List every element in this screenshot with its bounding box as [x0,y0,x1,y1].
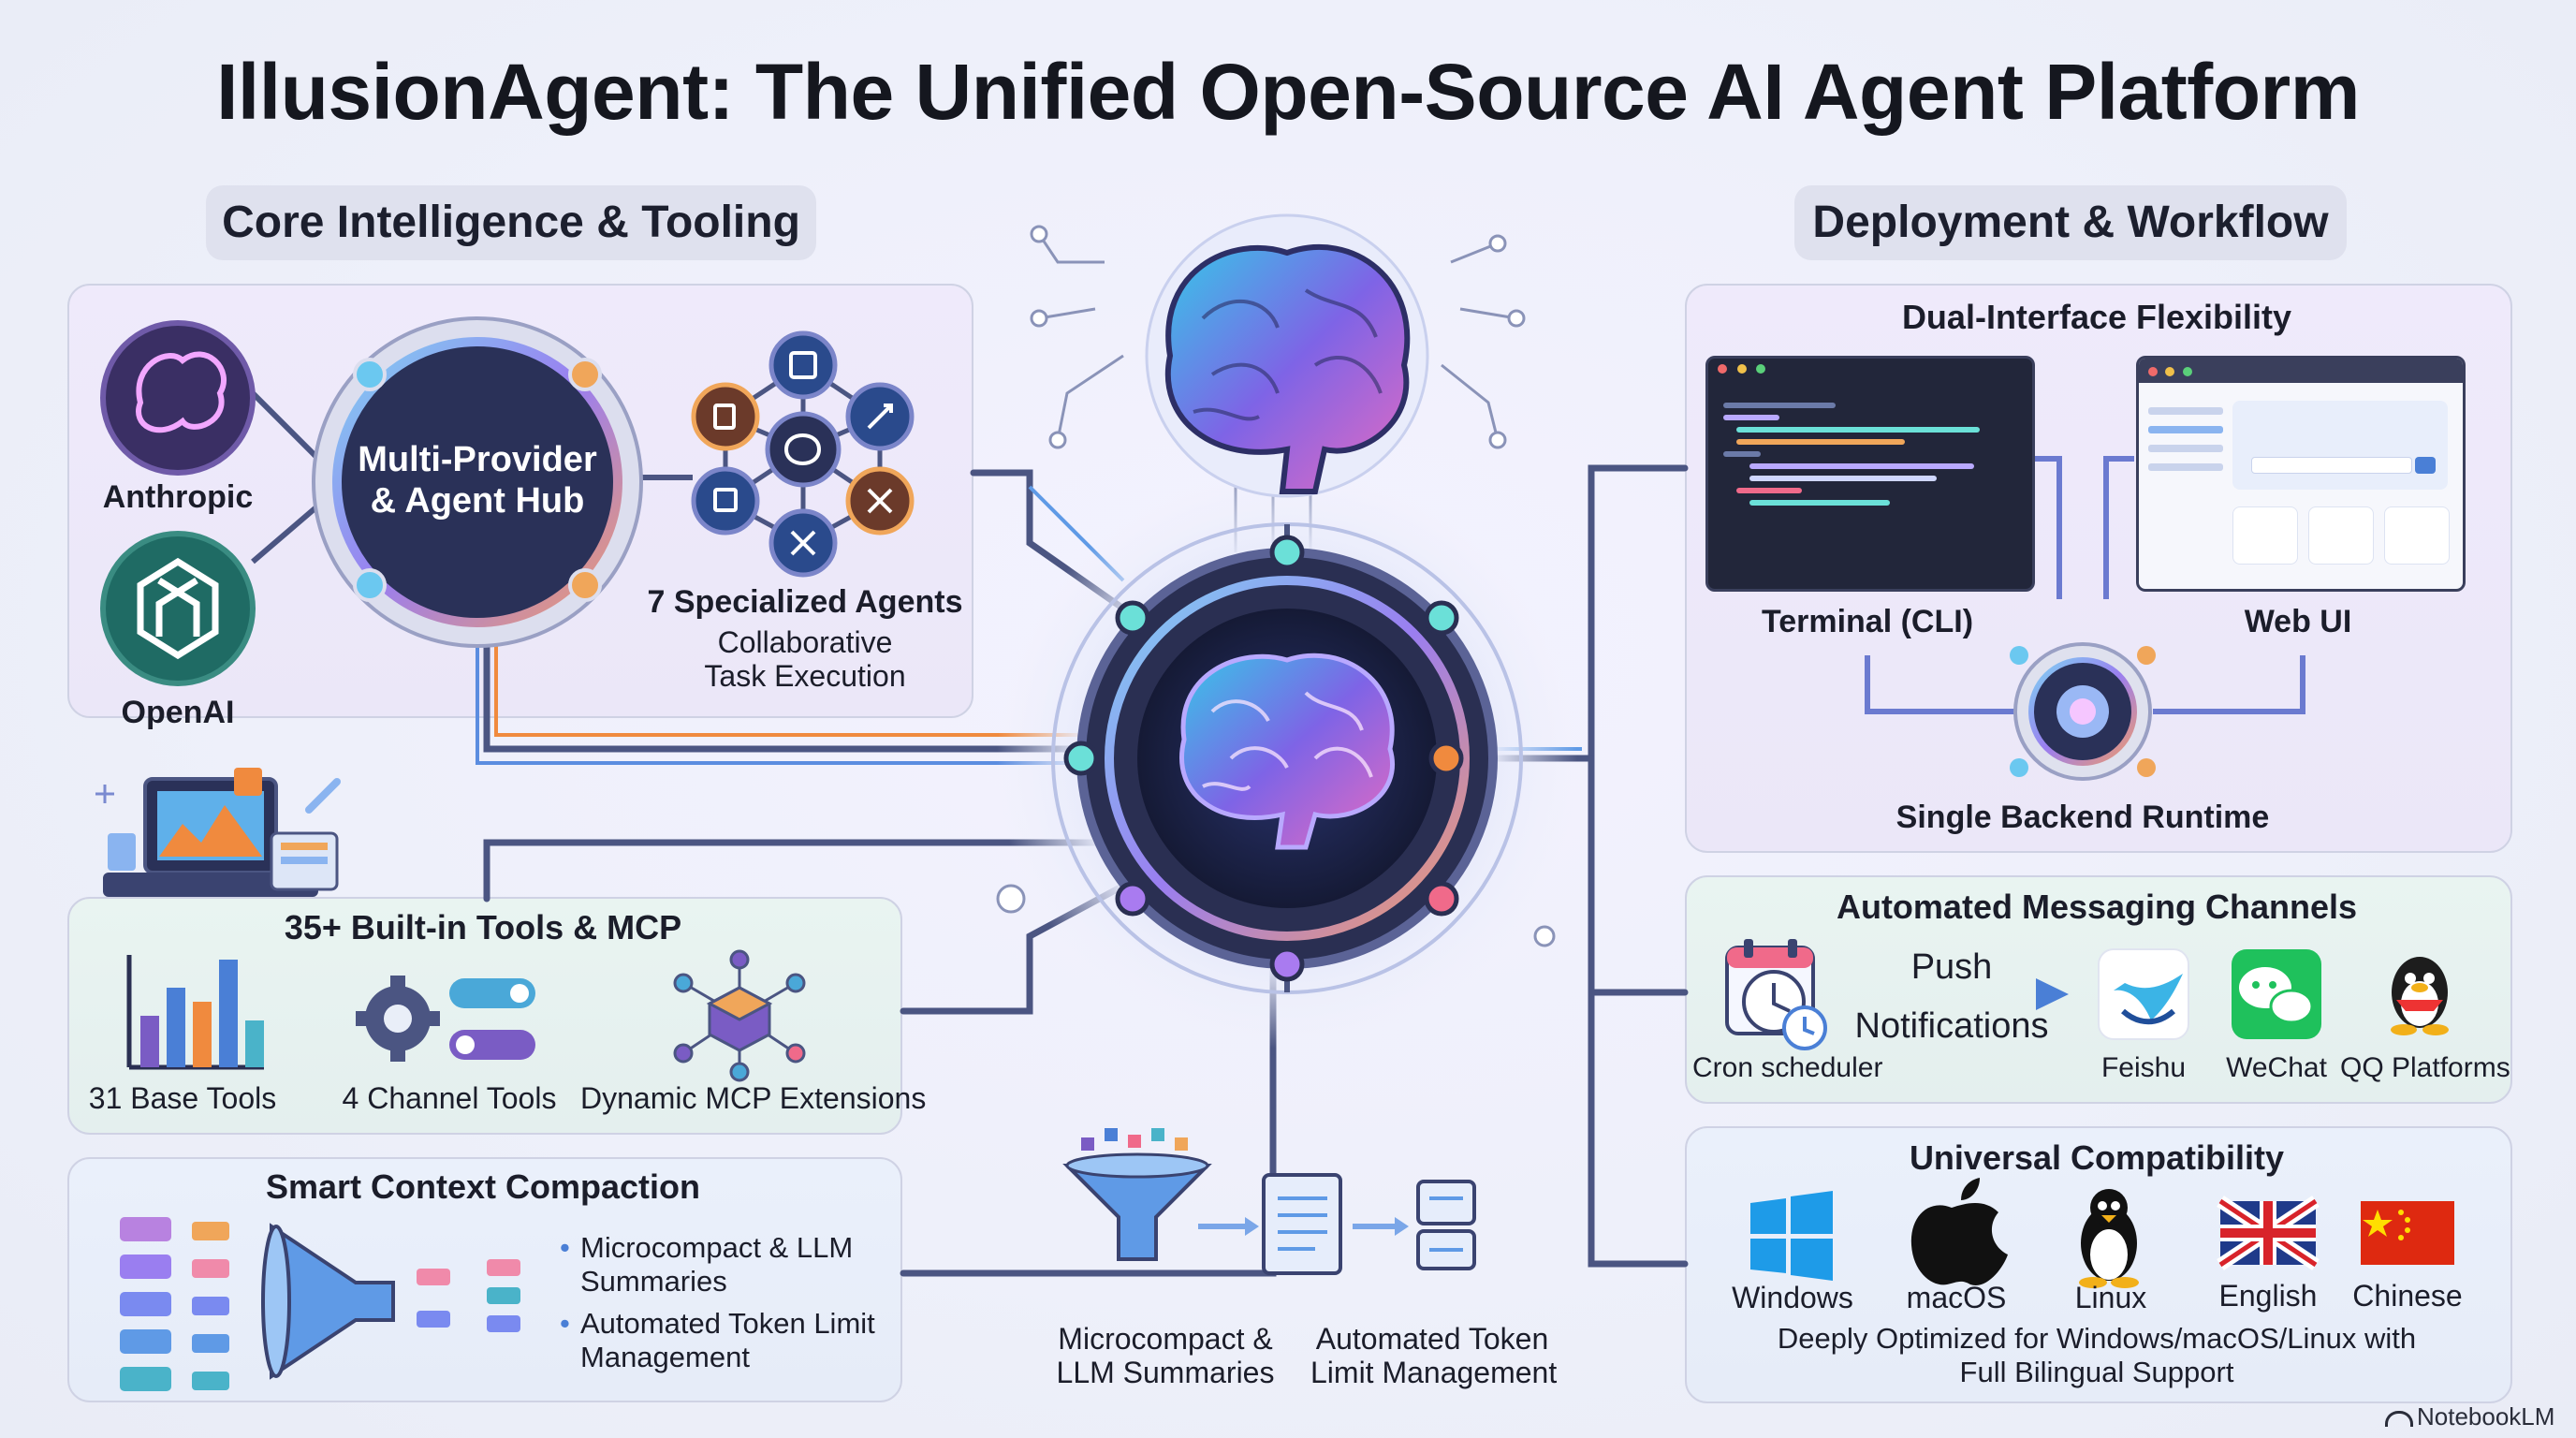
uk-flag-icon [2217,1196,2320,1270]
feishu-label: Feishu [2100,1052,2187,1083]
wechat-logo [2232,949,2321,1039]
context-bullet-1-text: Microcompact & LLM Summaries [580,1231,854,1298]
context-bullet-2: • Automated Token Limit Management [560,1307,875,1373]
base-tools-label: 31 Base Tools [88,1081,277,1115]
compaction-funnel-graphic [120,1217,520,1391]
multi-provider-hub [250,316,693,648]
hub-label-line2: & Agent Hub [370,481,585,521]
cron-scheduler-label: Cron scheduler [1692,1052,1883,1083]
compatibility-title: Universal Compatibility [1909,1138,2285,1177]
push-arrow [1849,978,2069,1010]
hub-label-line1: Multi-Provider [358,440,597,479]
page-title: IllusionAgent: The Unified Open-Source A… [216,48,2360,136]
sparkle-icon [95,785,114,803]
agent-nodes [691,330,915,578]
openai-logo [100,531,256,686]
windows-logo [1750,1191,1833,1281]
backend-runtime-label: Single Backend Runtime [1895,800,2270,835]
section-label-deployment: Deployment & Workflow [1794,185,2347,260]
feishu-logo [2098,948,2189,1040]
funnel-flow-graphic [1062,1128,1476,1275]
web-ui-label: Web UI [2244,604,2352,639]
push-label: Push [1910,947,1993,987]
mcp-cube-icon [673,949,806,1082]
china-flag-icon [2361,1201,2454,1265]
laptop-illustration [103,768,341,897]
tools-title: 35+ Built-in Tools & MCP [284,908,682,946]
context-bullet-1: • Microcompact & LLM Summaries [560,1231,854,1298]
channel-tools-label: 4 Channel Tools [342,1081,557,1115]
agents-subtitle-2: Task Execution [704,659,906,693]
macos-label: macOS [1906,1281,2007,1314]
windows-label: Windows [1732,1281,1853,1314]
notifications-label: Notifications [1854,1006,2049,1046]
compat-footer-2: Full Bilingual Support [1959,1356,2234,1388]
wechat-label: WeChat [2226,1052,2327,1083]
flow-label-1a: Microcompact & [1058,1322,1273,1356]
context-bullet-2-text: Automated Token Limit Management [580,1307,875,1373]
web-ui-window [2136,356,2466,592]
flow-label-2b: Limit Management [1310,1356,1558,1389]
chinese-label: Chinese [2352,1279,2463,1313]
provider-openai-label: OpenAI [121,695,235,730]
notebooklm-icon [2385,1410,2413,1427]
english-label: English [2218,1279,2318,1313]
agents-title: 7 Specialized Agents [647,584,963,620]
linux-tux-logo [2079,1189,2139,1288]
agents-subtitle-1: Collaborative [717,625,893,659]
backend-runtime-icon [2010,642,2156,781]
bar-chart-icon [126,955,264,1070]
cron-scheduler-icon [1725,939,1827,1050]
apple-logo [1910,1178,2008,1285]
gear-toggle-icon [356,976,535,1062]
messaging-title: Automated Messaging Channels [1836,888,2358,926]
section-label-core: Core Intelligence & Tooling [206,185,816,260]
anthropic-logo [100,320,256,476]
flow-label-2a: Automated Token [1315,1322,1549,1356]
central-nodes [1063,535,1464,982]
provider-anthropic-label: Anthropic [102,479,254,515]
context-title: Smart Context Compaction [265,1167,701,1206]
compat-footer-1: Deeply Optimized for Windows/macOS/Linux… [1777,1322,2417,1355]
notebooklm-watermark: NotebookLM [2385,1402,2572,1431]
qq-logo [2391,957,2449,1035]
flow-label-1b: LLM Summaries [1056,1356,1275,1389]
notebooklm-label: NotebookLM [2417,1402,2555,1431]
top-brain-icon [1145,213,1429,498]
central-brain-icon [1179,653,1395,850]
dual-interface-title: Dual-Interface Flexibility [1901,298,2292,336]
mcp-extensions-label: Dynamic MCP Extensions [580,1081,927,1115]
terminal-label: Terminal (CLI) [1761,604,1974,639]
terminal-window [1705,356,2035,592]
linux-label: Linux [2074,1281,2147,1314]
qq-platforms-label: QQ Platforms [2340,1052,2510,1083]
dual-interface-wiring [1865,456,2305,714]
